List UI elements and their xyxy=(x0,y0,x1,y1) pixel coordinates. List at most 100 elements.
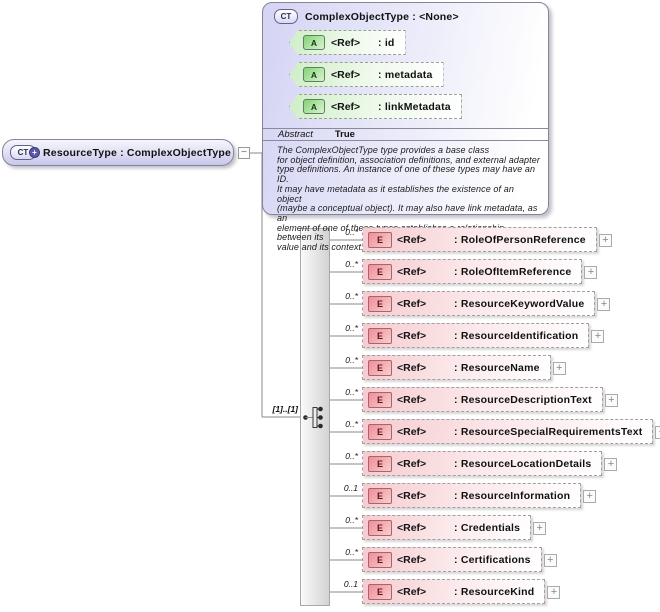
element-name: : Credentials xyxy=(454,521,521,534)
element-ref: <Ref> xyxy=(397,329,427,342)
element-name: : ResourceLocationDetails xyxy=(454,457,592,470)
element-ref: <Ref> xyxy=(397,393,427,406)
element-name: : ResourceDescriptionText xyxy=(454,393,592,406)
element-ref: <Ref> xyxy=(397,553,427,566)
expand-toggle[interactable]: + xyxy=(547,586,561,599)
expand-toggle[interactable]: + xyxy=(533,522,547,535)
cardinality-label: 0..1 xyxy=(343,483,358,493)
element-icon: E xyxy=(368,231,392,248)
element-icon: E xyxy=(368,423,392,440)
expand-toggle[interactable]: + xyxy=(604,458,618,471)
expand-toggle[interactable]: + xyxy=(598,234,612,247)
element-node[interactable]: E <Ref> : ResourceKind + xyxy=(362,579,561,604)
attribute-node[interactable]: A <Ref> : id xyxy=(289,30,406,55)
element-icon: E xyxy=(368,455,392,472)
element-icon: E xyxy=(368,263,392,280)
element-icon: E xyxy=(368,551,392,568)
element-name: : ResourceKeywordValue xyxy=(454,297,585,310)
expand-toggle[interactable]: + xyxy=(655,426,660,439)
root-type-label: ResourceType : ComplexObjectType xyxy=(43,146,232,159)
abstract-value: True xyxy=(334,129,355,140)
element-node[interactable]: E <Ref> : ResourceName + xyxy=(362,355,566,380)
element-node[interactable]: E <Ref> : Certifications + xyxy=(362,547,557,572)
element-name: : RoleOfItemReference xyxy=(454,265,572,278)
element-ref: <Ref> xyxy=(397,265,427,278)
element-icon: E xyxy=(368,295,392,312)
complex-type-icon: CT + xyxy=(10,145,40,160)
expand-toggle[interactable]: + xyxy=(584,266,598,279)
element-node[interactable]: E <Ref> : RoleOfPersonReference + xyxy=(362,227,612,252)
element-node[interactable]: E <Ref> : ResourceDescriptionText + xyxy=(362,387,618,412)
attribute-icon: A xyxy=(303,67,325,82)
model-group-cardinality: [1]..[1] xyxy=(272,404,299,414)
abstract-facet-row: Abstract True xyxy=(263,128,548,141)
cardinality-label: 0..* xyxy=(345,323,358,333)
element-icon: E xyxy=(368,519,392,536)
element-icon: E xyxy=(368,487,392,504)
element-ref: <Ref> xyxy=(397,585,427,598)
attribute-name: : linkMetadata xyxy=(378,100,451,113)
cardinality-label: 0..* xyxy=(345,451,358,461)
element-list: E <Ref> : RoleOfPersonReference + E <Ref… xyxy=(362,227,660,604)
element-name: : ResourceInformation xyxy=(454,489,571,502)
attribute-ref: <Ref> xyxy=(331,100,361,113)
cardinality-label: 0..* xyxy=(345,547,358,557)
expand-toggle[interactable]: + xyxy=(591,330,605,343)
cardinality-label: 0..* xyxy=(345,259,358,269)
collapse-toggle[interactable]: − xyxy=(238,147,250,159)
derived-plus-icon: + xyxy=(29,147,40,158)
element-name: : ResourceSpecialRequirementsText xyxy=(454,425,643,438)
cardinality-label: 0..* xyxy=(345,515,358,525)
cardinality-label: 0..* xyxy=(345,419,358,429)
expand-toggle[interactable]: + xyxy=(543,554,557,567)
element-node[interactable]: E <Ref> : ResourceSpecialRequirementsTex… xyxy=(362,419,660,444)
expand-toggle[interactable]: + xyxy=(583,490,597,503)
cardinality-label: 0..* xyxy=(345,291,358,301)
element-ref: <Ref> xyxy=(397,361,427,374)
element-node[interactable]: E <Ref> : ResourceKeywordValue + xyxy=(362,291,611,316)
base-type-node[interactable]: CT ComplexObjectType : <None> A <Ref> : … xyxy=(262,2,549,252)
attribute-name: : id xyxy=(378,36,395,49)
element-name: : ResourceIdentification xyxy=(454,329,579,342)
root-type-node[interactable]: CT + ResourceType : ComplexObjectType xyxy=(2,139,234,166)
element-icon: E xyxy=(368,391,392,408)
element-node[interactable]: E <Ref> : ResourceLocationDetails + xyxy=(362,451,618,476)
abstract-label: Abstract xyxy=(278,129,313,140)
attribute-node[interactable]: A <Ref> : metadata xyxy=(289,62,444,87)
cardinality-label: 0..1 xyxy=(343,579,358,589)
base-type-header: CT ComplexObjectType : <None> xyxy=(263,3,548,24)
element-ref: <Ref> xyxy=(397,233,427,246)
cardinality-label: 0..* xyxy=(345,227,358,237)
element-node[interactable]: E <Ref> : ResourceIdentification + xyxy=(362,323,605,348)
element-ref: <Ref> xyxy=(397,425,427,438)
element-name: : Certifications xyxy=(454,553,531,566)
element-name: : ResourceKind xyxy=(454,585,535,598)
element-ref: <Ref> xyxy=(397,297,427,310)
element-name: : ResourceName xyxy=(454,361,540,374)
element-node[interactable]: E <Ref> : RoleOfItemReference + xyxy=(362,259,598,284)
complex-type-icon: CT xyxy=(274,9,298,24)
cardinality-label: 0..* xyxy=(345,387,358,397)
element-ref: <Ref> xyxy=(397,457,427,470)
attribute-name: : metadata xyxy=(378,68,433,81)
expand-toggle[interactable]: + xyxy=(597,298,611,311)
element-node[interactable]: E <Ref> : ResourceInformation + xyxy=(362,483,597,508)
element-node[interactable]: E <Ref> : Credentials + xyxy=(362,515,547,540)
element-icon: E xyxy=(368,359,392,376)
element-ref: <Ref> xyxy=(397,521,427,534)
attribute-ref: <Ref> xyxy=(331,36,361,49)
element-icon: E xyxy=(368,327,392,344)
element-name: : RoleOfPersonReference xyxy=(454,233,586,246)
expand-toggle[interactable]: + xyxy=(552,362,566,375)
cardinality-label: 0..* xyxy=(345,355,358,365)
element-ref: <Ref> xyxy=(397,489,427,502)
expand-toggle[interactable]: + xyxy=(604,394,618,407)
base-type-title: ComplexObjectType : <None> xyxy=(305,10,459,23)
attribute-ref: <Ref> xyxy=(331,68,361,81)
element-icon: E xyxy=(368,583,392,600)
attribute-node[interactable]: A <Ref> : linkMetadata xyxy=(289,94,462,119)
attribute-icon: A xyxy=(303,35,325,50)
attribute-icon: A xyxy=(303,99,325,114)
